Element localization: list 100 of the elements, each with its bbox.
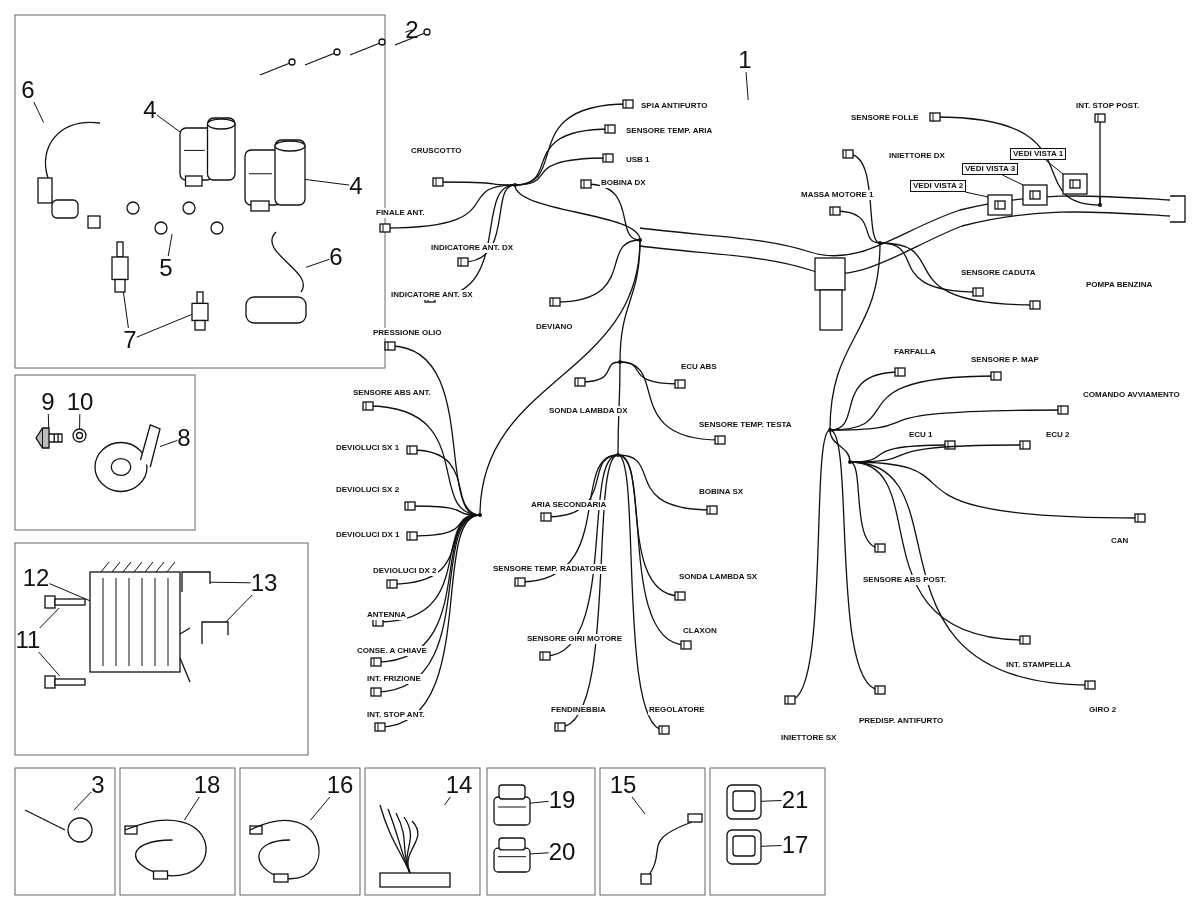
callout-number: 5: [159, 256, 173, 280]
connector-label: DEVIOLUCI SX 1: [335, 443, 401, 453]
connector-label: SENSORE TEMP. RADIATORE: [492, 564, 608, 574]
cable-drawing: [640, 813, 703, 885]
connector-label: INDICATORE ANT. DX: [430, 243, 515, 253]
nut-drawing: [126, 201, 224, 235]
callout-number: 4: [349, 174, 363, 198]
leader-line: [1001, 174, 1024, 186]
connector-label: COMANDO AVVIAMENTO: [1082, 390, 1181, 400]
connector-label: DEVIANO: [535, 322, 574, 332]
connector-label: SENSORE TEMP. TESTA: [698, 420, 793, 430]
leader-line: [745, 71, 749, 101]
connector-label: ANTENNA: [366, 610, 408, 620]
callout-number: 15: [609, 773, 637, 797]
connector-label: DEVIOLUCI SX 2: [335, 485, 401, 495]
callout-number: 21: [781, 788, 809, 812]
connector-label: ECU 2: [1045, 430, 1071, 440]
leader-line: [122, 291, 129, 329]
callout-number: 20: [548, 840, 576, 864]
connector-label: SENSORE TEMP. ARIA: [625, 126, 714, 136]
leader-line: [444, 796, 451, 806]
connector-label: INT. STOP POST.: [1075, 101, 1141, 111]
callout-number: 7: [123, 328, 137, 352]
callout-number: 13: [250, 571, 278, 595]
spark-plug-drawing: [111, 241, 129, 293]
ignition-coil-drawing: [179, 117, 236, 187]
spark-plug-drawing: [191, 291, 209, 331]
connector-label: USB 1: [625, 155, 651, 165]
leader-line: [156, 114, 181, 133]
callout-number: 1: [738, 48, 752, 72]
connector-label: DEVIOLUCI DX 1: [335, 530, 401, 540]
connector-label: CONSE. A CHIAVE: [356, 646, 428, 656]
connector-label: BOBINA SX: [698, 487, 745, 497]
rubber-cap-drawing: [726, 829, 762, 865]
connector-label: SENSORE ABS POST.: [862, 575, 948, 585]
callout-number: 12: [22, 566, 50, 590]
callout-number: 19: [548, 788, 576, 812]
callout-number: 11: [15, 628, 41, 652]
connector-label: ARIA SECONDARIA: [530, 500, 608, 510]
connector-label: CAN: [1110, 536, 1130, 546]
relay-drawing: [493, 784, 531, 826]
connector-label: SONDA LAMBDA DX: [548, 406, 629, 416]
screw-drawing: [44, 675, 86, 689]
connector-label: CLAXON: [682, 626, 718, 636]
connector-label: GIRO 2: [1088, 705, 1118, 715]
leader-line: [167, 233, 173, 257]
leader-line: [48, 583, 91, 602]
connector-label: SENSORE CADUTA: [960, 268, 1037, 278]
leader-line: [159, 439, 178, 448]
connector-label: INT. STAMPELLA: [1005, 660, 1072, 670]
spark-plug-cap-drawing: [37, 121, 101, 229]
connector-label: SENSORE FOLLE: [850, 113, 920, 123]
callout-number: 6: [329, 245, 343, 269]
connector-label: ECU ABS: [680, 362, 718, 372]
connector-label: INIETTORE SX: [780, 733, 838, 743]
callout-number: 16: [326, 773, 354, 797]
leader-line: [309, 796, 331, 821]
callout-number: 17: [781, 833, 809, 857]
leader-line: [209, 581, 252, 584]
callout-number: 3: [91, 773, 105, 797]
callout-number: 8: [177, 426, 191, 450]
connector-label: INDICATORE ANT. SX: [390, 290, 474, 300]
connector-label: CRUSCOTTO: [410, 146, 463, 156]
clip-drawing: [201, 621, 229, 645]
leader-line: [33, 101, 45, 123]
sensor-drawing: [24, 809, 93, 843]
leader-line: [38, 651, 61, 677]
connector-label: PRESSIONE OLIO: [372, 328, 443, 338]
connector-label: POMPA BENZINA: [1085, 280, 1154, 290]
connector-label: INIETTORE DX: [888, 151, 946, 161]
connector-label: FENDINEBBIA: [550, 705, 607, 715]
voltage-regulator-drawing: [89, 561, 191, 683]
leader-line: [47, 413, 50, 429]
callout-number: 9: [41, 390, 55, 414]
cable-drawing: [124, 819, 207, 880]
connector-label: REGOLATORE: [648, 705, 706, 715]
leader-line: [305, 258, 330, 268]
leader-line: [183, 796, 200, 821]
wiring-harness-drawing: [379, 804, 451, 888]
leader-line: [73, 791, 92, 811]
connector-label: MASSA MOTORE 1: [800, 190, 875, 200]
callout-number: 4: [143, 98, 157, 122]
cable-drawing: [249, 819, 320, 883]
connector-label: FARFALLA: [893, 347, 937, 357]
rubber-cap-drawing: [726, 784, 762, 820]
ignition-coil-drawing: [244, 139, 306, 212]
leader-line: [225, 594, 253, 623]
connector-label: SENSORE P. MAP: [970, 355, 1040, 365]
leader-line: [79, 413, 81, 430]
washer-drawing: [72, 428, 87, 443]
connector-label: SPIA ANTIFURTO: [640, 101, 709, 111]
connector-label: FINALE ANT.: [375, 208, 426, 218]
callout-number: 18: [193, 773, 221, 797]
connector-label: INT. STOP ANT.: [366, 710, 426, 720]
relay-drawing: [493, 837, 531, 873]
callout-number: 14: [445, 773, 473, 797]
callout-number: 10: [66, 390, 94, 414]
leader-line: [1045, 159, 1064, 175]
screw-drawing: [44, 595, 86, 609]
connector-label: SENSORE ABS ANT.: [352, 388, 432, 398]
